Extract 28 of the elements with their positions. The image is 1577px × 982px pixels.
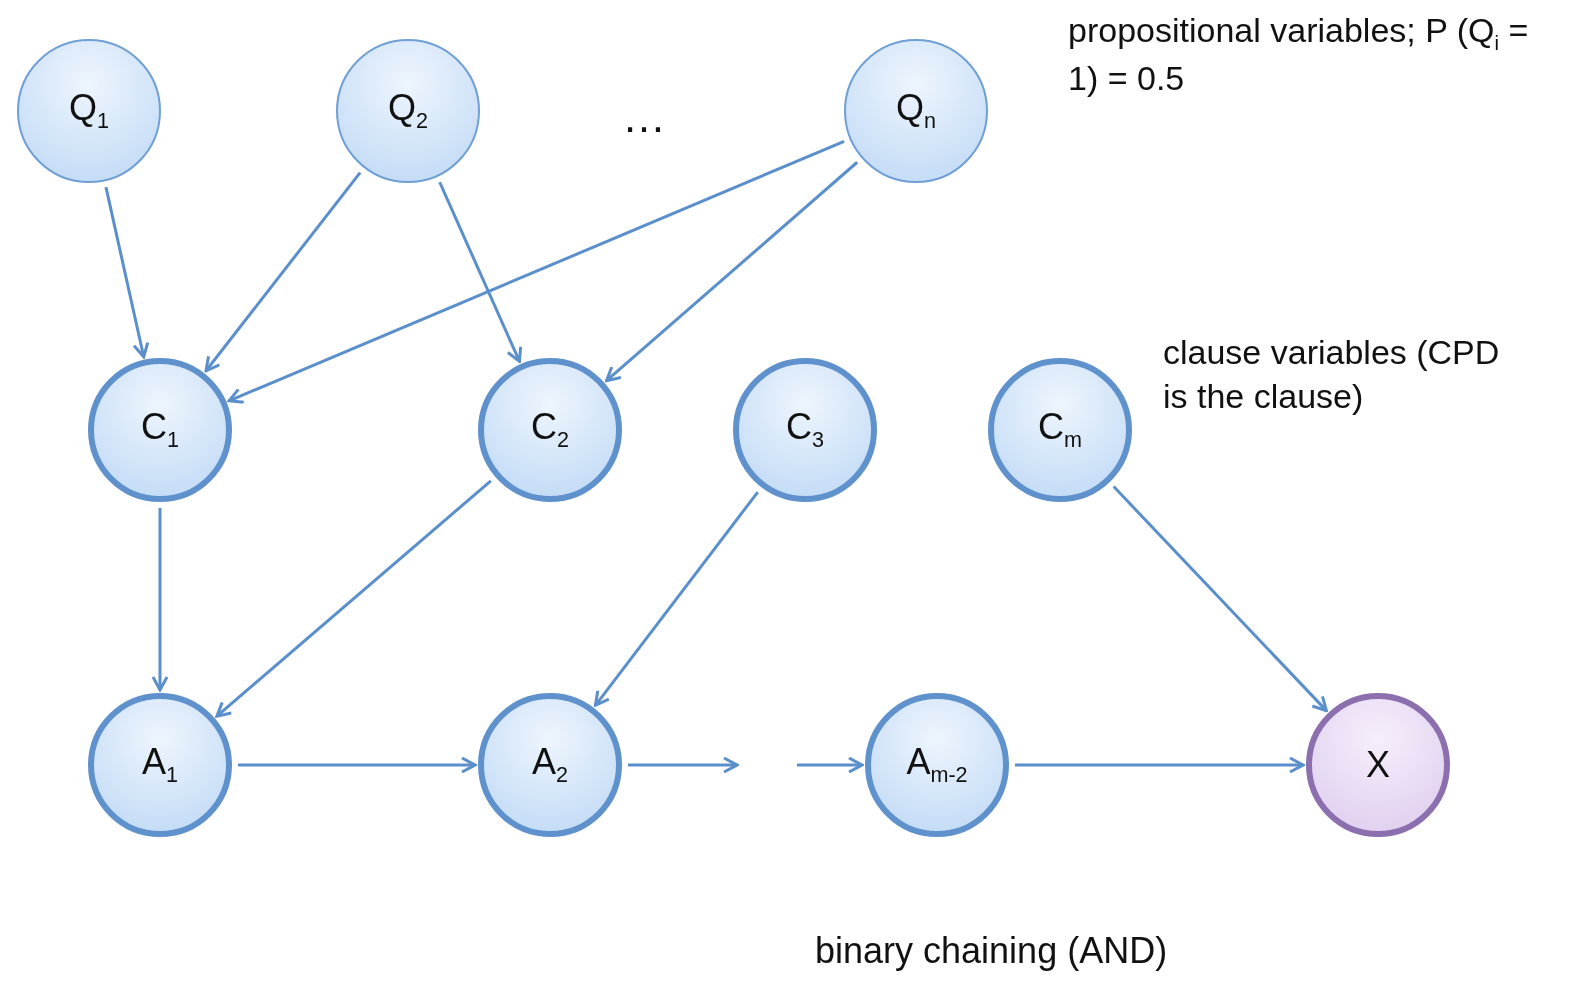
arrow	[204, 171, 362, 373]
arrow	[797, 756, 864, 774]
annotation-text: clause variables (CPD is the clause)	[1163, 332, 1501, 418]
arrow	[151, 508, 169, 692]
arrow	[1015, 756, 1305, 774]
variable-label: A$_{m-2}$	[906, 741, 968, 789]
caption-text: binary chaining (AND)	[815, 929, 1169, 973]
variable-label: C$_{2}$	[531, 406, 569, 454]
variable-label: C$_{1}$	[141, 406, 179, 454]
variable-label: A$_{1}$	[142, 741, 178, 789]
variable-label: Q$_{n}$	[896, 87, 936, 135]
arrow	[1112, 485, 1328, 713]
arrow	[438, 181, 523, 363]
arrow	[227, 139, 845, 404]
arrow	[238, 756, 477, 774]
arrow	[215, 479, 492, 718]
variable-label: Q$_{2}$	[388, 87, 428, 135]
ellipsis: …	[622, 91, 667, 143]
annotation-text: propositional variables; P (Q$_{i}$ = 1) = 0.5	[1068, 10, 1530, 100]
variable-label: A$_{2}$	[532, 741, 568, 789]
arrow	[593, 491, 759, 707]
arrow	[104, 186, 150, 359]
arrow	[628, 756, 739, 774]
arrow	[605, 161, 859, 383]
variable-label: C$_{3}$	[786, 406, 824, 454]
variable-label: X	[1366, 744, 1390, 786]
variable-label: Q$_{1}$	[69, 87, 109, 135]
variable-label: C$_{m}$	[1038, 406, 1082, 454]
